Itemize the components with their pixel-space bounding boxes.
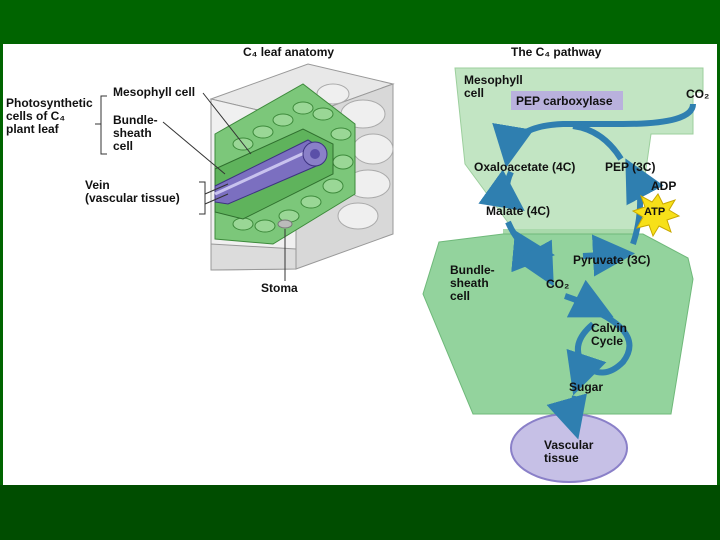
- adp-label: ADP: [651, 179, 677, 193]
- sugar-export-arrow: [546, 393, 587, 440]
- stoma-label: Stoma: [261, 281, 298, 295]
- bundle-sheath-cell-label: Bundle- sheath cell: [113, 113, 158, 153]
- pep-carboxylase-label: PEP carboxylase: [516, 94, 613, 108]
- co2-input-label: CO₂: [686, 87, 710, 101]
- stoma: [277, 219, 293, 229]
- bundle-sheath-label: Bundle- sheath cell: [450, 263, 495, 303]
- leaf-anatomy-illustration: [95, 63, 395, 281]
- pep-carboxylase-box: [511, 91, 623, 110]
- pyruvate-arrow: [582, 234, 635, 277]
- atp-burst: [631, 193, 681, 238]
- figure-panel: C₄ leaf anatomy Photosynthetic cells of …: [3, 44, 717, 485]
- photosynthetic-cells-label: Photosynthetic cells of C₄ plant leaf: [6, 96, 93, 136]
- co2-released-label: CO₂: [546, 277, 570, 291]
- vein-label: Vein (vascular tissue): [85, 178, 180, 205]
- leader-lines: [95, 92, 286, 281]
- epidermis-cells: [316, 83, 394, 230]
- co2-fixation-arrow: [492, 103, 696, 168]
- calvin-cycle-label: Calvin Cycle: [591, 321, 628, 348]
- sugar-label: Sugar: [569, 380, 604, 394]
- pyruvate-label: Pyruvate (3C): [573, 253, 651, 267]
- vascular-tissue-label: Vascular tissue: [544, 438, 594, 465]
- atp-label: ATP: [644, 206, 666, 218]
- c4-pathway-diagram: [422, 67, 704, 483]
- pathway-arrows: [478, 103, 696, 440]
- slide-footer: [0, 485, 720, 540]
- malate-label: Malate (4C): [486, 204, 551, 218]
- oaa-to-malate-arrow: [478, 169, 525, 211]
- bundle-sheath-cell-shape: [422, 233, 694, 415]
- calvin-to-sugar-arrow: [566, 348, 607, 396]
- pep-return-arrow: [572, 123, 624, 161]
- oxaloacetate-label: Oxaloacetate (4C): [474, 160, 576, 174]
- pathway-mesophyll-label: Mesophyll cell: [464, 73, 523, 100]
- pathway-title: The C₄ pathway: [511, 45, 602, 59]
- mesophyll-cells: [232, 101, 354, 233]
- mesophyll-cell-label: Mesophyll cell: [113, 85, 196, 99]
- anatomy-title: C₄ leaf anatomy: [243, 45, 335, 59]
- co2-to-calvin-arrow: [564, 279, 614, 318]
- pep-label: PEP (3C): [605, 160, 656, 174]
- malate-to-co2-arrow: [515, 239, 554, 287]
- lower-epidermis: [210, 243, 297, 271]
